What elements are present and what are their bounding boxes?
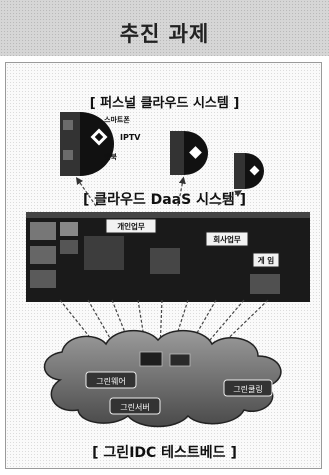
personal-device-large — [60, 112, 114, 176]
green-cooling-label: 그린쿨링 — [233, 384, 262, 394]
personal-device-small — [234, 153, 264, 189]
window-game: 게 임 — [258, 255, 275, 265]
green-hardware-label: 그린웨어 — [96, 376, 125, 386]
daas-desktop-panel — [26, 212, 310, 302]
cloud-daas-label: [ 클라우드 DaaS 시스템 ] — [82, 192, 247, 208]
netbook-text: 넷북 — [104, 152, 117, 161]
green-idc-label: [ 그린IDC 테스트베드 ] — [92, 445, 237, 461]
sync-arrows-top — [75, 176, 243, 207]
window-personal-work: 개인업무 — [117, 221, 145, 231]
green-idc-cloud — [43, 329, 282, 428]
page-title: 추진 과제 — [119, 22, 210, 46]
green-server-label: 그린서버 — [120, 402, 149, 412]
personal-device-medium — [170, 131, 208, 175]
iptv-text: IPTV — [120, 133, 141, 142]
title-bar — [0, 0, 329, 56]
window-company-work: 회사업무 — [213, 234, 241, 244]
personal-cloud-label: [ 퍼스널 클라우드 시스템 ] — [89, 96, 240, 111]
smartphone-text: 스마트폰 — [104, 115, 130, 124]
